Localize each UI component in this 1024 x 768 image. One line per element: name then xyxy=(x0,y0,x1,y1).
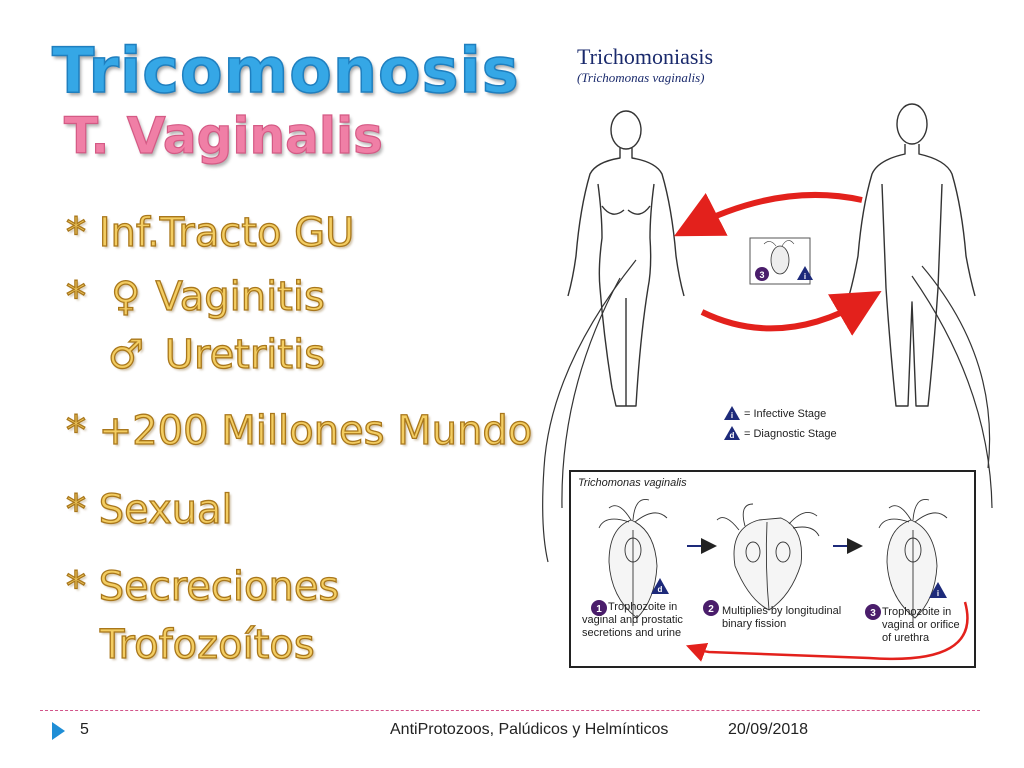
center-badge-letter: i xyxy=(804,272,806,281)
bullet-uretritis: ♂ Uretritis xyxy=(107,330,326,380)
legend-diagnostic-label: = Diagnostic Stage xyxy=(744,428,837,440)
bullet-uretritis-label: Uretritis xyxy=(164,331,326,378)
bullet-vaginitis-label: Vaginitis xyxy=(155,273,326,320)
bullet-millones: * +200 Millones Mundo xyxy=(65,407,533,454)
trophozoite-3-badge-icon xyxy=(929,582,947,598)
center-stage-box xyxy=(749,237,813,285)
step-3-circle xyxy=(865,604,881,620)
trophozoite-1-drawing xyxy=(598,498,668,626)
step-3-badge-letter: i xyxy=(937,589,939,598)
life-cycle-diagram: 3 i i d xyxy=(542,103,993,563)
trophozoite-3-drawing xyxy=(878,498,948,626)
male-body-outline xyxy=(848,103,976,407)
step-2-number: 2 xyxy=(708,604,714,615)
figure-subtitle: (Trichomonas vaginalis) xyxy=(577,70,705,85)
male-icon: ♂ xyxy=(107,331,144,378)
step-3-text: Trophozoite in vagina or orifice of uret… xyxy=(882,606,960,644)
trophozoite-1-badge-icon xyxy=(651,578,669,594)
step-1-circle xyxy=(591,600,607,616)
bullet-star: * xyxy=(65,273,86,320)
bullet-vaginitis: * ♀ Vaginitis xyxy=(65,272,326,322)
step-2-text: Multiplies by longitudinal binary fissio… xyxy=(722,605,842,630)
bullet-trofozoitos: Trofozoítos xyxy=(99,621,315,668)
step-1-text: Trophozoite in vaginal and prostatic sec… xyxy=(582,601,683,639)
slide-title: Tricomonosis xyxy=(51,34,520,107)
curve-male-to-panel xyxy=(911,275,993,509)
bullet-inf-tracto: * Inf.Tracto GU xyxy=(65,209,355,256)
step-1-number: 1 xyxy=(596,604,602,615)
bullet-sexual: * Sexual xyxy=(65,486,233,533)
slide-subtitle: T. Vaginalis xyxy=(63,106,383,165)
female-icon: ♀ xyxy=(110,273,141,320)
arrow-male-to-female xyxy=(673,191,863,237)
curve-female-to-panel xyxy=(542,259,637,563)
infective-badge-letter: i xyxy=(731,411,733,420)
arrow-return-cycle xyxy=(685,601,969,662)
infective-badge-icon xyxy=(724,406,740,420)
diagnostic-badge-letter: d xyxy=(730,431,735,440)
panel-drawings: d i 1 2 3 xyxy=(591,498,969,662)
female-body-outline xyxy=(567,110,685,407)
footer-date: 20/09/2018 xyxy=(728,721,809,738)
footer-course: AntiProtozoos, Palúdicos y Helmínticos xyxy=(390,721,669,738)
step-1-badge-letter: d xyxy=(658,585,663,594)
footer-divider xyxy=(40,710,980,711)
step-2-circle xyxy=(703,600,719,616)
diagnostic-badge-icon xyxy=(724,426,740,440)
footer-page-number: 5 xyxy=(80,721,89,738)
legend-infective-label: = Infective Stage xyxy=(744,408,827,420)
step-3-number: 3 xyxy=(870,608,876,619)
figure-title: Trichomoniasis xyxy=(577,44,714,69)
arrow-female-to-male xyxy=(700,290,882,336)
bullet-secreciones: * Secreciones xyxy=(65,563,340,610)
center-badge-number: 3 xyxy=(759,270,764,280)
panel-title: Trichomonas vaginalis xyxy=(578,477,687,489)
footer-triangle-icon xyxy=(52,722,65,740)
binary-fission-drawing xyxy=(716,503,820,611)
